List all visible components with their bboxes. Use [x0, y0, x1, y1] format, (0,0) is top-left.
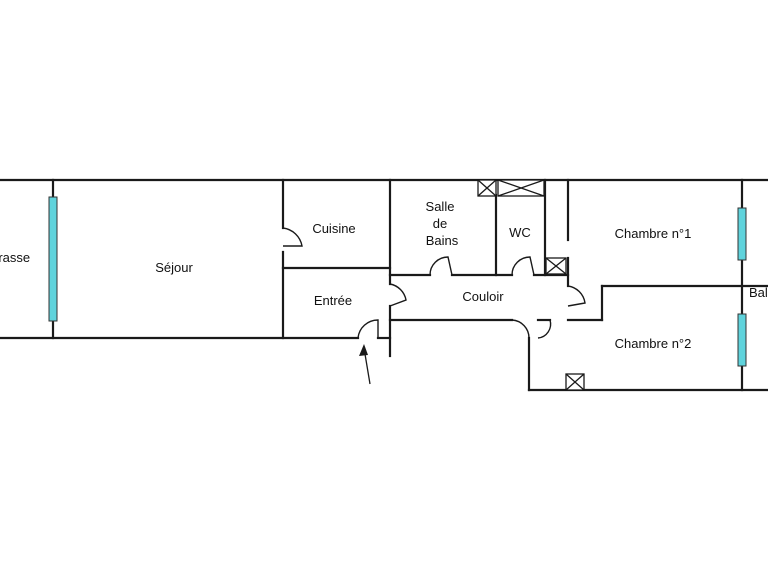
door-entree-main — [357, 319, 379, 339]
duct-chambre2 — [565, 373, 585, 391]
door-bains — [429, 256, 453, 276]
label-sejour: Séjour — [155, 260, 193, 275]
window-terrasse — [48, 196, 58, 322]
label-terrasse: rrasse — [0, 250, 30, 265]
door-chambre2-right — [537, 319, 552, 339]
label-chambre1: Chambre n°1 — [615, 226, 692, 241]
walls — [0, 178, 768, 392]
duct-wc — [497, 179, 545, 197]
window-chambre2 — [737, 313, 747, 367]
label-cuisine: Cuisine — [312, 221, 355, 236]
door-entree-couloir — [389, 283, 407, 307]
duct-bains — [477, 179, 497, 197]
label-balcon: Bal — [749, 285, 768, 300]
label-bains-line2: de — [433, 216, 447, 231]
windows — [48, 196, 747, 367]
door-chambre2-left — [511, 319, 530, 339]
label-couloir: Couloir — [462, 289, 504, 304]
duct-couloir — [545, 257, 567, 275]
ducts — [477, 179, 585, 391]
window-chambre1 — [737, 207, 747, 261]
door-chambre1 — [567, 285, 586, 307]
label-bains-line1: Salle — [426, 199, 455, 214]
door-cuisine — [282, 227, 303, 247]
label-bains-line3: Bains — [426, 233, 459, 248]
entry-arrow — [359, 344, 371, 385]
label-wc: WC — [509, 225, 531, 240]
label-entree: Entrée — [314, 293, 352, 308]
label-chambre2: Chambre n°2 — [615, 336, 692, 351]
doors — [282, 227, 586, 339]
room-labels: rrasse Séjour Cuisine Entrée Salle de Ba… — [0, 199, 768, 351]
door-wc — [511, 256, 535, 276]
